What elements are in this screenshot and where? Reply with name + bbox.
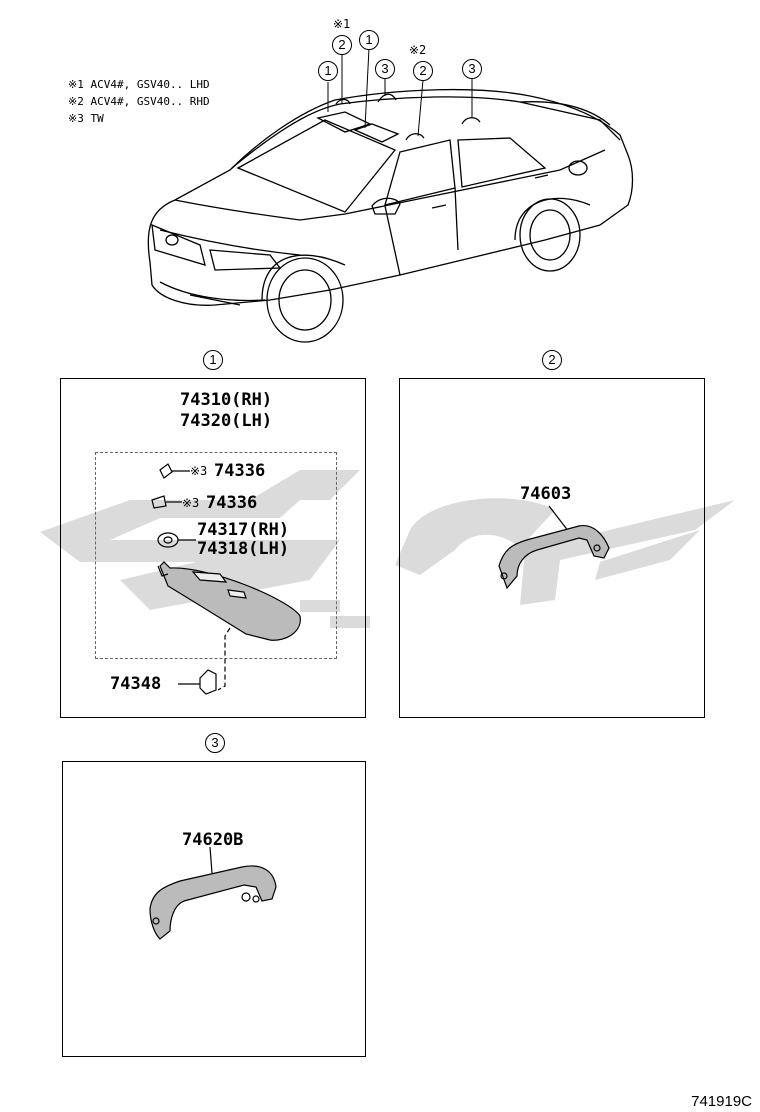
panel1-callout: 1 [203,350,223,370]
part-74603: 74603 [520,484,572,504]
part-74336-a: 74336 [214,461,266,481]
diagram-code: 741919C [691,1093,752,1110]
panel1-inner-frame [95,452,337,659]
car-callout-1-right: 1 [359,30,379,50]
part-74318-lh: 74318(LH) [197,539,290,559]
clip2-note: ※3 [182,496,200,510]
car-illustration [147,47,634,343]
car-callout-2-left: 2 [332,35,352,55]
assist-grip-tw-drawing [149,846,277,940]
legend-row: ※3 TW [68,112,104,125]
part-74620b: 74620B [182,830,244,850]
legend: ※1 ACV4#, GSV40.. LHD ※2 ACV4#, GSV40.. … [68,76,210,127]
car-callout-3-rear: 3 [462,59,482,79]
part-74317-rh: 74317(RH) [197,520,290,540]
legend-row: ※2 ACV4#, GSV40.. RHD [68,95,210,108]
legend-row: ※1 ACV4#, GSV40.. LHD [68,78,210,91]
clip1-note: ※3 [190,464,208,478]
panel2-frame [399,378,705,718]
watermark-logo [40,470,735,628]
car-note-2: ※2 [409,43,427,57]
panel3-frame [62,761,366,1057]
assist-grip-drawing [498,505,610,590]
car-callout-2-right: 2 [413,61,433,81]
sun-visor-drawing [151,463,301,695]
part-74320-lh: 74320(LH) [180,411,273,431]
car-callout-1-left: 1 [318,61,338,81]
panel3-callout: 3 [205,733,225,753]
panel2-callout: 2 [542,350,562,370]
part-74336-b: 74336 [206,493,258,513]
part-74310-rh: 74310(RH) [180,390,273,410]
car-note-1: ※1 [333,17,351,31]
panel1-frame [60,378,366,718]
car-callout-3-front: 3 [375,59,395,79]
part-74348: 74348 [110,674,162,694]
